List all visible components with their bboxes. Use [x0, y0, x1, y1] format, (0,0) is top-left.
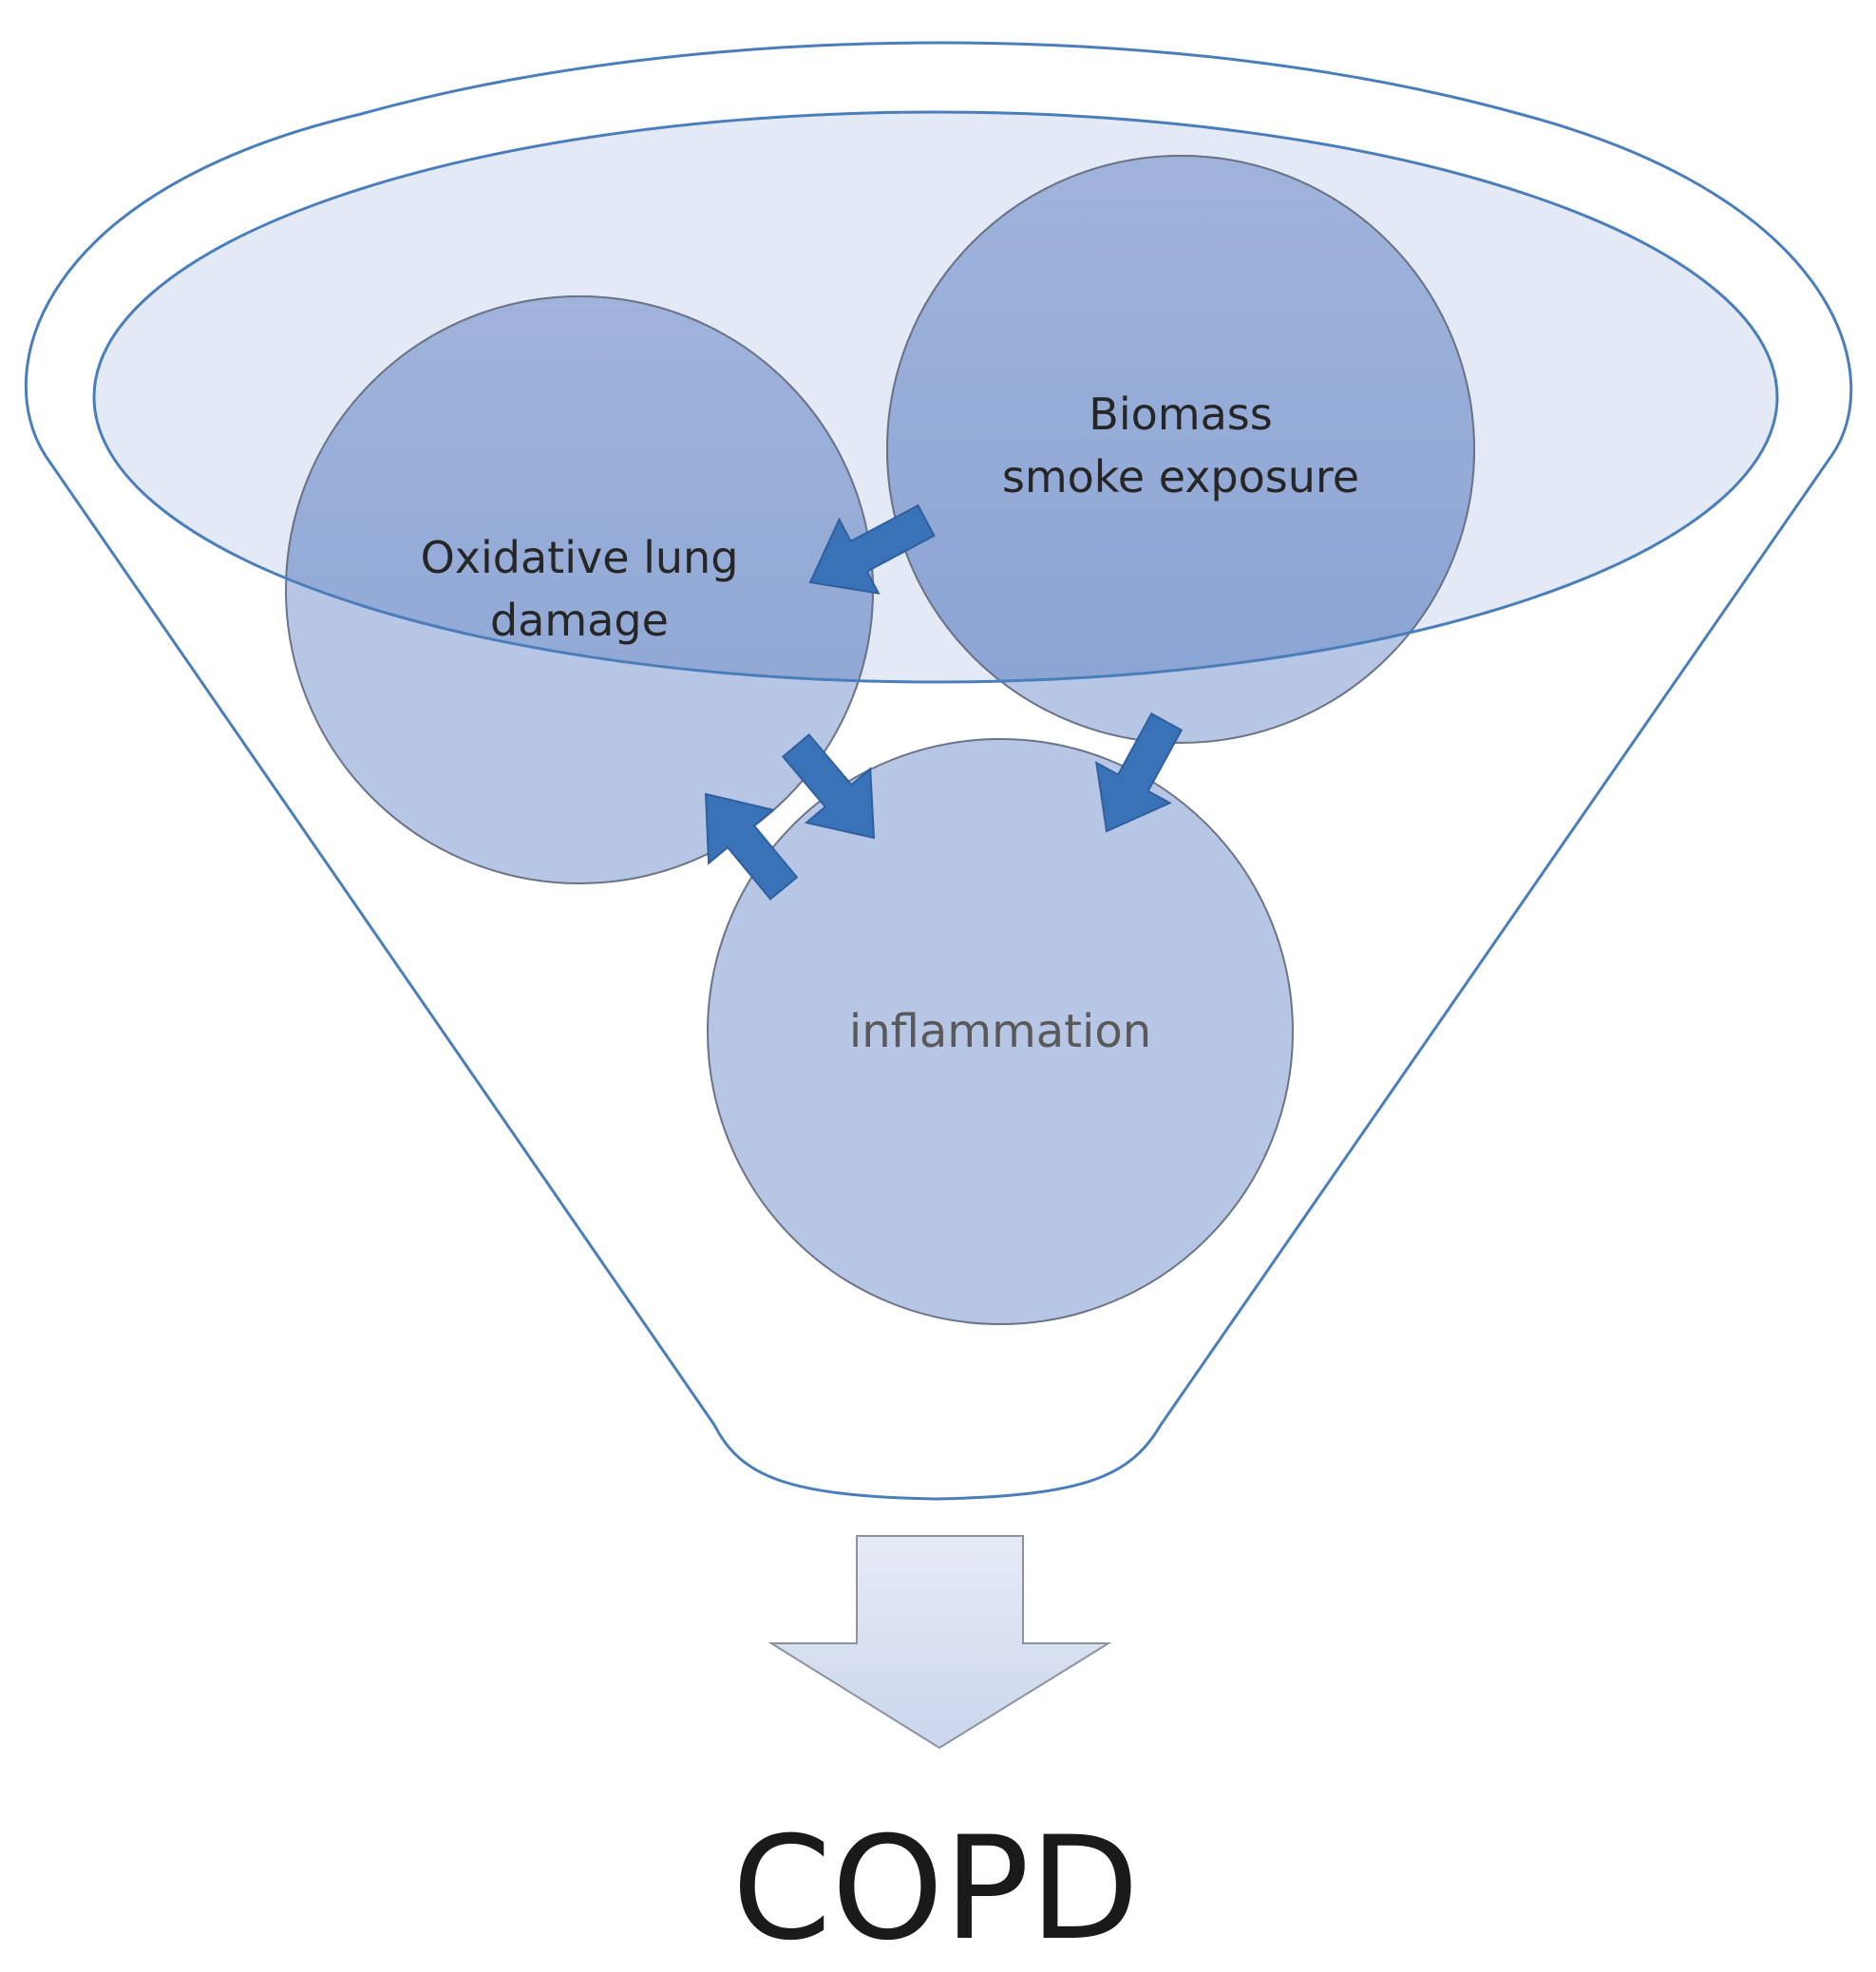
arrow-biomass-to-inflammation [1095, 712, 1184, 833]
rim-overlap-tint [285, 155, 1475, 682]
oxidative-label-line2: damage [490, 595, 669, 646]
arrow-oxidative-to-inflammation [781, 732, 876, 840]
output-down-arrow [767, 1535, 1112, 1750]
arrow-biomass-to-oxidative [808, 503, 936, 595]
arrow-inflammation-to-oxidative [704, 792, 799, 901]
inflammation-label: inflammation [849, 1005, 1151, 1058]
inflammation-circle [707, 738, 1294, 1325]
oxidative-label-line1: Oxidative lung [421, 532, 739, 583]
funnel-body [24, 41, 1853, 1501]
biomass-label-line1: Biomass [1089, 389, 1272, 440]
biomass-label-line2: smoke exposure [1002, 451, 1359, 502]
copd-result-label: COPD [732, 1807, 1140, 1972]
funnel-rim-outline [92, 110, 1779, 684]
